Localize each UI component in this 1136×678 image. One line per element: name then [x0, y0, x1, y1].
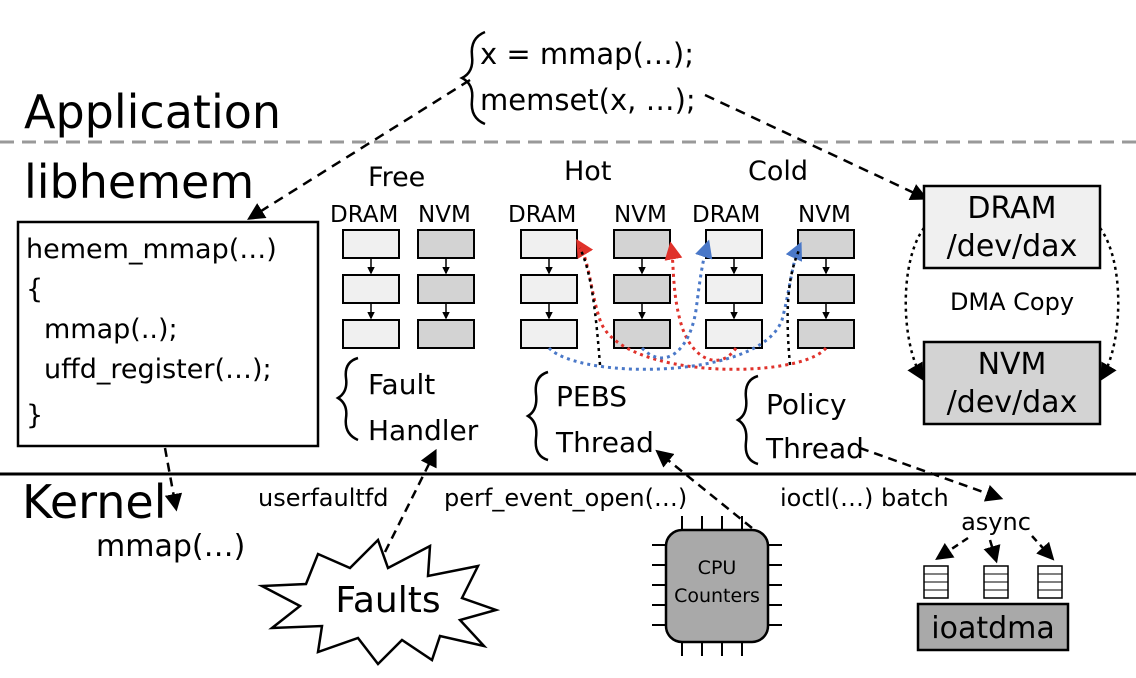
policy-brace	[735, 374, 759, 466]
page-node	[342, 274, 400, 304]
app-code-brace	[459, 30, 486, 126]
cpu-label: CPU	[698, 557, 737, 579]
nvm-dax-label-2: /dev/dax	[947, 385, 1078, 420]
cpu-counters-chip	[652, 516, 782, 656]
page-node	[342, 319, 400, 349]
page-node	[417, 229, 475, 259]
hemem-code-line-2: {	[26, 274, 43, 305]
demote-arrow-blue-1	[547, 241, 803, 371]
page-node	[613, 229, 671, 259]
hemem-code-line-1: hemem_mmap(…)	[26, 234, 277, 265]
cold-nvm-list	[797, 229, 855, 349]
async-arrow-1	[935, 536, 969, 560]
hemem-code-line-5: }	[26, 400, 43, 431]
perf-event-arrow	[655, 449, 753, 529]
page-node	[797, 319, 855, 349]
demote-arrow-blue-2	[640, 239, 713, 360]
fault-handler-label-1: Fault	[368, 368, 435, 401]
kernel-layer-label: Kernel	[22, 475, 167, 529]
policy-thread-label-1: Policy	[766, 388, 847, 421]
hot-list-label: Hot	[564, 156, 611, 187]
fault-handler-brace	[335, 356, 359, 442]
hot-nvm-list	[613, 229, 671, 349]
ioctl-arrow	[859, 446, 1004, 502]
pebs-thread-label-1: PEBS	[556, 380, 627, 413]
page-node	[797, 229, 855, 259]
page-node	[520, 274, 578, 304]
ioatdma-box	[916, 602, 1070, 652]
page-node	[797, 274, 855, 304]
faults-starburst	[257, 537, 501, 666]
async-arrow-2	[983, 539, 1001, 564]
counters-label: Counters	[674, 585, 760, 607]
free-list-label: Free	[368, 162, 425, 193]
page-node	[520, 319, 578, 349]
perf-event-open-label: perf_event_open(…)	[444, 484, 687, 512]
cold-nvm-label: NVM	[798, 202, 851, 228]
application-layer-label: Application	[24, 85, 281, 139]
dma-copy-label: DMA Copy	[950, 288, 1074, 316]
kernel-mmap-label: mmap(…)	[96, 529, 245, 564]
dma-copy-arrow-left	[904, 227, 926, 382]
mmap-call-arrow	[247, 78, 471, 220]
dram-dax-box	[922, 184, 1102, 270]
fault-handler-label-2: Handler	[368, 414, 479, 447]
cold-dram-list	[705, 229, 763, 349]
dma-queue	[1037, 565, 1063, 599]
policy-thread-label-2: Thread	[765, 432, 864, 465]
promote-arrow-red-1	[576, 238, 828, 371]
free-dram-list	[342, 229, 400, 349]
page-node	[520, 229, 578, 259]
page-node	[613, 319, 671, 349]
memset-access-arrow	[704, 93, 929, 200]
page-node	[417, 274, 475, 304]
cold-list-label: Cold	[748, 156, 808, 187]
hemem-mmap-box	[16, 220, 320, 448]
kernel-mmap-arrow	[163, 447, 183, 512]
app-code-line-1: x = mmap(…);	[480, 37, 694, 71]
pebs-thread-label-2: Thread	[555, 426, 654, 459]
hot-dram-list	[520, 229, 578, 349]
async-label: async	[961, 508, 1031, 536]
faults-label: Faults	[335, 580, 440, 621]
dram-dax-label-1: DRAM	[967, 191, 1056, 226]
free-dram-label: DRAM	[330, 202, 398, 228]
app-code-line-2: memset(x, …);	[480, 83, 696, 117]
page-node	[342, 229, 400, 259]
hemem-code-line-4: uffd_register(…);	[44, 354, 272, 385]
page-node	[417, 319, 475, 349]
cold-dram-label: DRAM	[692, 202, 760, 228]
free-nvm-list	[417, 229, 475, 349]
dma-queue	[983, 565, 1009, 599]
dma-copy-arrow-right	[1098, 227, 1120, 382]
hot-nvm-label: NVM	[614, 202, 667, 228]
userfaultfd-label: userfaultfd	[258, 484, 388, 512]
hot-dram-label: DRAM	[508, 202, 576, 228]
dma-queue	[923, 565, 949, 599]
nvm-dax-box	[922, 340, 1102, 426]
nvm-dax-label-1: NVM	[978, 347, 1047, 382]
pebs-brace	[525, 370, 549, 462]
free-nvm-label: NVM	[418, 202, 471, 228]
userfaultfd-arrow	[383, 448, 437, 553]
ioatdma-label: ioatdma	[931, 611, 1055, 646]
async-arrow-3	[1031, 535, 1055, 561]
page-node	[705, 229, 763, 259]
page-node	[613, 274, 671, 304]
hemem-code-line-3: mmap(..);	[44, 314, 178, 345]
dram-dax-label-2: /dev/dax	[947, 229, 1078, 264]
ioctl-batch-label: ioctl(…) batch	[780, 484, 949, 512]
libhemem-layer-label: libhemem	[24, 155, 254, 209]
page-node	[705, 319, 763, 349]
page-node	[705, 274, 763, 304]
